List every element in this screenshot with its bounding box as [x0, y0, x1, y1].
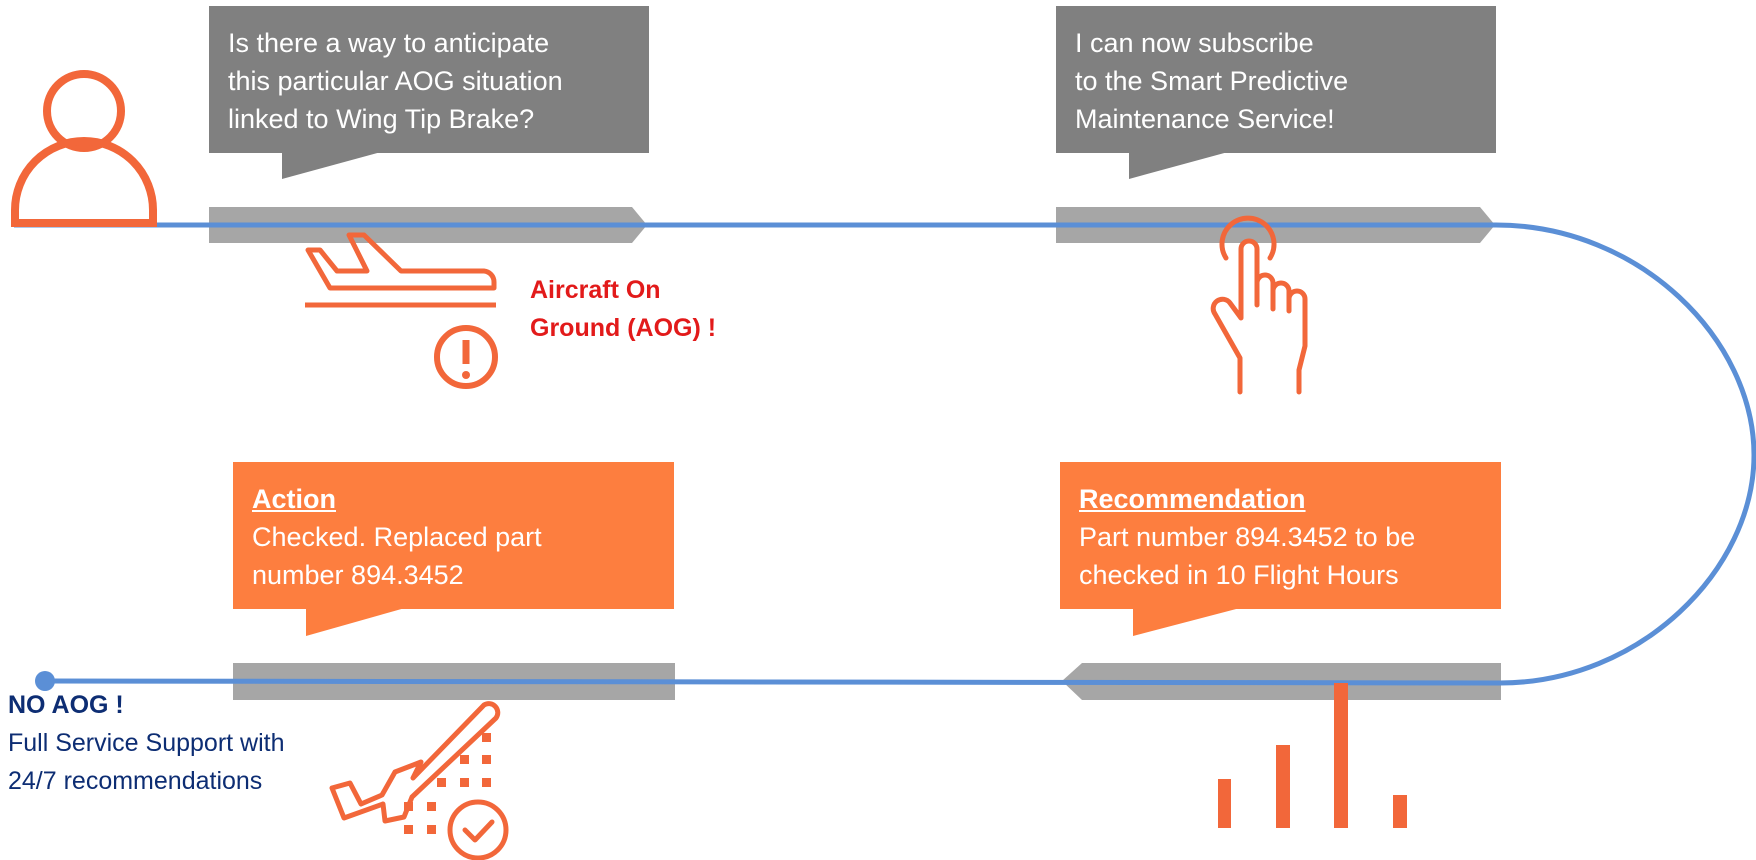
action-line-1: Checked. Replaced part: [252, 522, 542, 552]
hand-pointer-icon: [1210, 215, 1308, 395]
no-aog-title: NO AOG !: [8, 691, 124, 719]
action-line-2: number 894.3452: [252, 560, 464, 590]
recommendation-line-1: Part number 894.3452 to be: [1079, 522, 1416, 552]
timeline-path: [14, 222, 1756, 686]
no-aog-line-1: Full Service Support with: [8, 729, 285, 757]
exclamation-circle-icon: [434, 325, 498, 389]
action-heading: Action: [252, 484, 336, 514]
user-icon: [11, 70, 157, 227]
subscribe-bubble: I can now subscribe to the Smart Predict…: [1056, 6, 1496, 153]
subscribe-line-3: Maintenance Service!: [1075, 104, 1335, 134]
question-line-1: Is there a way to anticipate: [228, 28, 550, 58]
question-bubble: Is there a way to anticipate this partic…: [209, 6, 649, 153]
action-bubble: Action Checked. Replaced part number 894…: [233, 462, 674, 609]
recommendation-bubble: Recommendation Part number 894.3452 to b…: [1060, 462, 1501, 609]
question-line-2: this particular AOG situation: [228, 66, 563, 96]
timeline-end-dot: [35, 671, 55, 691]
airplane-landed-icon: [305, 232, 497, 308]
subscribe-line-2: to the Smart Predictive: [1075, 66, 1349, 96]
no-aog-label: NO AOG ! Full Service Support with 24/7 …: [8, 686, 285, 800]
subscribe-line-1: I can now subscribe: [1075, 28, 1314, 58]
recommendation-heading: Recommendation: [1079, 484, 1306, 514]
aog-label-line-1: Aircraft On: [530, 276, 661, 304]
question-line-3: linked to Wing Tip Brake?: [228, 104, 535, 134]
aog-label: Aircraft On Ground (AOG) !: [530, 271, 716, 347]
bar-chart-icon-bar-2: [1276, 745, 1290, 828]
no-aog-line-2: 24/7 recommendations: [8, 767, 263, 795]
recommendation-line-2: checked in 10 Flight Hours: [1079, 560, 1399, 590]
bar-chart-icon: [1218, 683, 1407, 828]
bar-chart-icon-bar-1: [1218, 779, 1231, 828]
bar-chart-icon-bar-4: [1393, 795, 1407, 828]
bar-chart-icon-bar-3: [1334, 683, 1348, 828]
aog-label-line-2: Ground (AOG) !: [530, 314, 717, 342]
airplane-takeoff-check-icon: [329, 701, 509, 860]
